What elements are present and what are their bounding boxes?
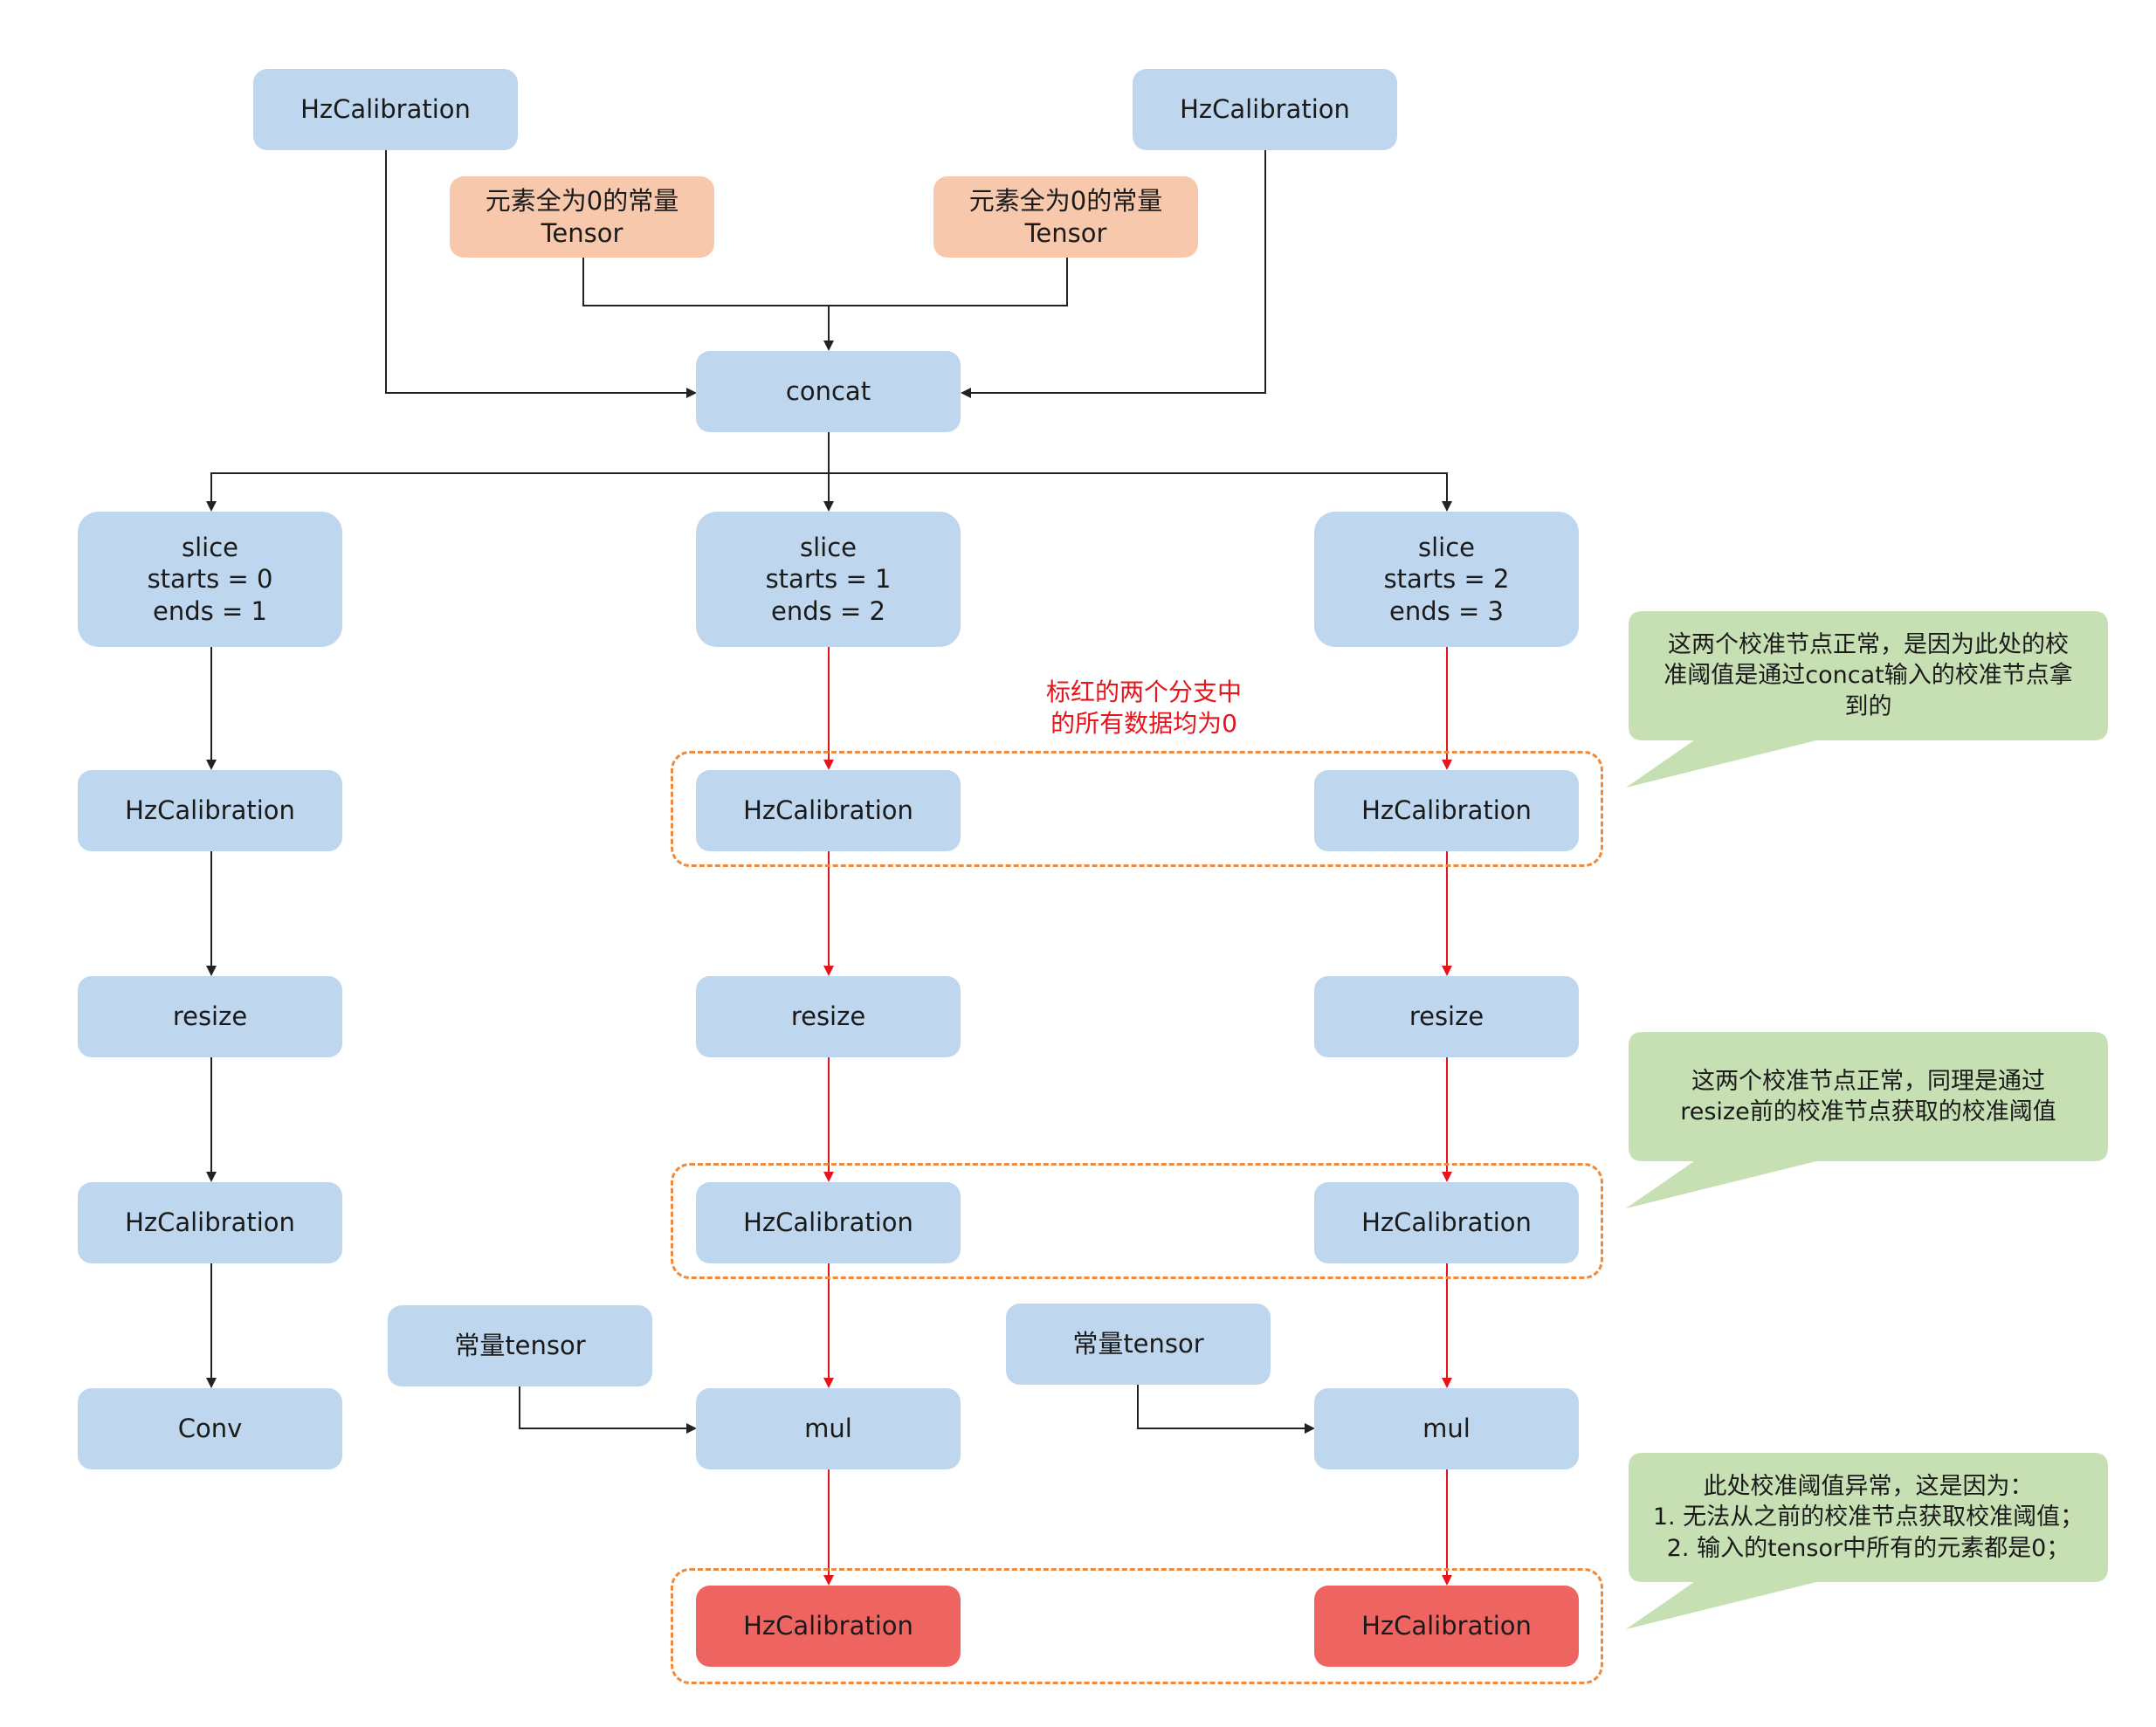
- callout-3-line-1: 此处校准阈值异常，这是因为：: [1703, 1473, 2034, 1501]
- hz-calibration-right-abnormal[interactable]: HzCalibration: [1314, 1586, 1579, 1667]
- callout-bubble-2: [1626, 1032, 2108, 1208]
- const-tensor-middle[interactable]: 常量tensor: [388, 1305, 652, 1386]
- hz-calibration-middle-abnormal[interactable]: HzCalibration: [696, 1586, 961, 1667]
- zero-tensor-right[interactable]: 元素全为0的常量 Tensor: [933, 176, 1198, 258]
- red-branch-note: 标红的两个分支中 的所有数据均为0: [987, 677, 1301, 740]
- slice-1-ends: ends = 2: [771, 595, 885, 626]
- highlight-frame-2: [671, 1163, 1603, 1279]
- hz-calibration-left-1[interactable]: HzCalibration: [78, 770, 342, 851]
- mul-node-middle[interactable]: mul: [696, 1388, 961, 1469]
- slice-2-starts: starts = 2: [1383, 564, 1510, 595]
- wire-zero-left-to-concat: [582, 258, 834, 351]
- const-tensor-right[interactable]: 常量tensor: [1006, 1304, 1271, 1385]
- callout-text-3: 此处校准阈值异常，这是因为： 1. 无法从之前的校准节点获取校准阈值； 2. 输…: [1635, 1456, 2102, 1579]
- slice-node-1[interactable]: slice starts = 1 ends = 2: [696, 512, 961, 647]
- callout-text-1: 这两个校准节点正常，是因为此处的校 准阈值是通过concat输入的校准节点拿 到…: [1635, 615, 2102, 737]
- callout-3-line-2: 1. 无法从之前的校准节点获取校准阈值；: [1652, 1503, 2084, 1531]
- wire-zero-right: [829, 258, 1068, 306]
- zero-tensor-left-line-1: 元素全为0的常量: [485, 186, 679, 217]
- hz-calibration-middle-2[interactable]: HzCalibration: [696, 1182, 961, 1263]
- zero-tensor-left[interactable]: 元素全为0的常量 Tensor: [450, 176, 714, 258]
- slice-2-label: slice: [1417, 533, 1475, 563]
- slice-node-2[interactable]: slice starts = 2 ends = 3: [1314, 512, 1579, 647]
- slice-1-label: slice: [799, 533, 857, 563]
- highlight-frame-1: [671, 751, 1603, 867]
- conv-node[interactable]: Conv: [78, 1388, 342, 1469]
- slice-0-label: slice: [181, 533, 238, 563]
- slice-2-ends: ends = 3: [1389, 595, 1504, 626]
- red-branch-note-line-1: 标红的两个分支中: [1045, 678, 1242, 706]
- wire-const-r-to-mul: [1137, 1385, 1315, 1434]
- slice-1-starts: starts = 1: [765, 564, 892, 595]
- callout-1-line-1: 这两个校准节点正常，是因为此处的校: [1668, 631, 2069, 659]
- callout-2-line-2: resize前的校准节点获取的校准阈值: [1680, 1098, 2056, 1125]
- wire-branch-right: [829, 472, 1452, 512]
- slice-0-starts: starts = 0: [147, 564, 273, 595]
- wire-hz-top-left-to-concat: [385, 150, 697, 398]
- hz-calibration-right-1[interactable]: HzCalibration: [1314, 770, 1579, 851]
- zero-tensor-right-line-1: 元素全为0的常量: [968, 186, 1163, 217]
- resize-middle[interactable]: resize: [696, 976, 961, 1057]
- hz-calibration-left-2[interactable]: HzCalibration: [78, 1182, 342, 1263]
- highlight-frame-3: [671, 1568, 1603, 1684]
- wire-const-m-to-mul: [519, 1386, 697, 1434]
- callout-bubble-1: [1626, 611, 2108, 788]
- callout-1-line-2: 准阈值是通过concat输入的校准节点拿: [1663, 662, 2073, 690]
- callout-2-line-1: 这两个校准节点正常，同理是通过: [1691, 1067, 2045, 1095]
- zero-tensor-right-line-2: Tensor: [1024, 217, 1107, 248]
- hz-calibration-right-2[interactable]: HzCalibration: [1314, 1182, 1579, 1263]
- slice-node-0[interactable]: slice starts = 0 ends = 1: [78, 512, 342, 647]
- concat-node[interactable]: concat: [696, 351, 961, 432]
- wire-hz-top-right-to-concat: [961, 150, 1266, 398]
- zero-tensor-left-line-2: Tensor: [541, 217, 623, 248]
- hz-calibration-top-right[interactable]: HzCalibration: [1133, 69, 1397, 150]
- callout-bubble-3: [1626, 1453, 2108, 1629]
- wire-branch-left: [206, 472, 829, 512]
- callout-3-line-3: 2. 输入的tensor中所有的元素都是0；: [1666, 1534, 2070, 1562]
- callout-text-2: 这两个校准节点正常，同理是通过 resize前的校准节点获取的校准阈值: [1635, 1036, 2102, 1158]
- resize-right[interactable]: resize: [1314, 976, 1579, 1057]
- callout-1-line-3: 到的: [1844, 692, 1892, 720]
- red-branch-note-line-2: 的所有数据均为0: [1050, 709, 1237, 739]
- resize-left[interactable]: resize: [78, 976, 342, 1057]
- hz-calibration-middle-1[interactable]: HzCalibration: [696, 770, 961, 851]
- mul-node-right[interactable]: mul: [1314, 1388, 1579, 1469]
- hz-calibration-top-left[interactable]: HzCalibration: [253, 69, 518, 150]
- slice-0-ends: ends = 1: [153, 595, 267, 626]
